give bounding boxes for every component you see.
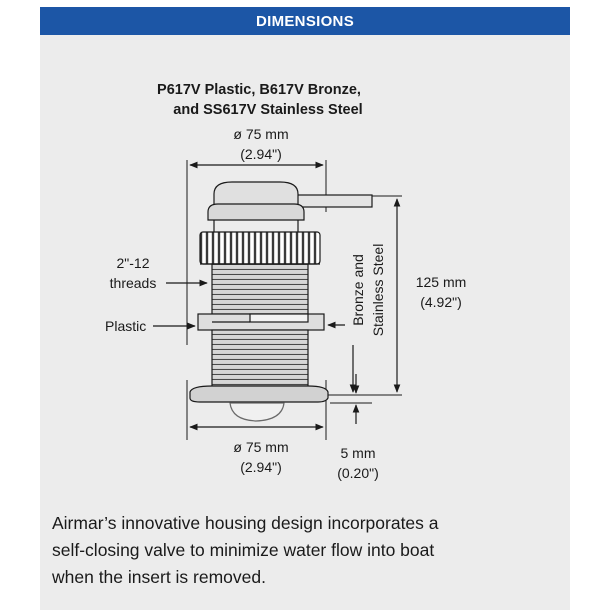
transducer-body	[189, 181, 373, 422]
header-title: DIMENSIONS	[255, 12, 354, 30]
description-line: Airmar’s innovative housing design incor…	[52, 513, 439, 533]
threads-label-line2: threads	[110, 275, 157, 291]
top-diameter-mm: ø 75 mm	[233, 126, 288, 142]
top-diameter-in: (2.94")	[240, 146, 282, 162]
flange-in: (0.20")	[337, 465, 379, 481]
diagram-title-line1: P617V Plastic, B617V Bronze,	[157, 82, 361, 98]
plastic-label: Plastic	[105, 318, 146, 334]
height-mm: 125 mm	[416, 274, 467, 290]
threads-label-line1: 2"-12	[117, 255, 150, 271]
metal-label-group: Bronze and	[350, 254, 366, 326]
description-text: Airmar’s innovative housing design incor…	[52, 510, 562, 591]
metal-label-line1: Bronze and	[350, 254, 366, 326]
height-in: (4.92")	[420, 294, 462, 310]
description-line: self-closing valve to minimize water flo…	[52, 540, 435, 560]
description-line: when the insert is removed.	[52, 567, 266, 587]
section-header: DIMENSIONS	[40, 7, 570, 35]
metal-label-line2: Stainless Steel	[370, 244, 386, 337]
flange-mm: 5 mm	[341, 445, 376, 461]
bottom-diameter-mm: ø 75 mm	[233, 439, 288, 455]
transducer-dimension-diagram: P617V Plastic, B617V Bronze, and SS617V …	[105, 82, 467, 481]
bottom-diameter-in: (2.94")	[240, 459, 282, 475]
diagram-title-line2: and SS617V Stainless Steel	[173, 102, 362, 118]
